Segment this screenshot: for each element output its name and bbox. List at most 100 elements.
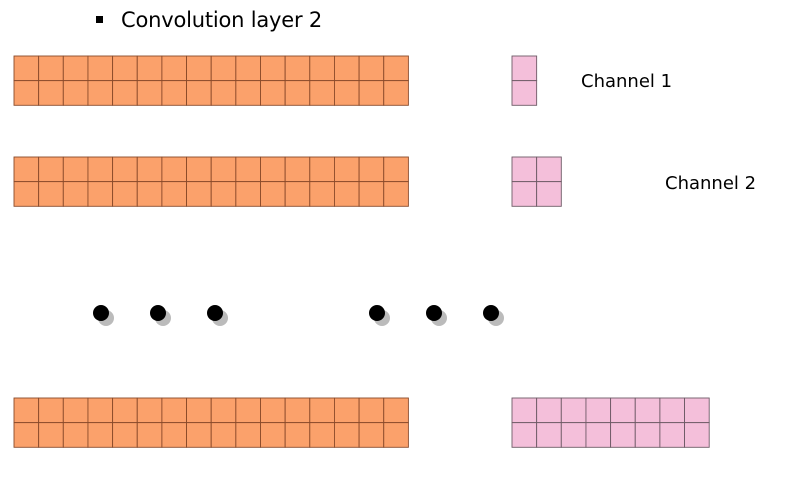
grid-cell bbox=[334, 156, 360, 183]
grid-cell bbox=[210, 422, 237, 448]
grid-cell bbox=[235, 156, 261, 183]
input-grid-1 bbox=[13, 55, 409, 106]
grid-cell bbox=[38, 397, 64, 424]
grid-cell bbox=[358, 55, 385, 82]
grid-cell bbox=[383, 181, 409, 207]
ellipsis-dots bbox=[93, 305, 504, 326]
grid-cell bbox=[659, 422, 686, 448]
grid-cell bbox=[13, 422, 40, 448]
grid-cell bbox=[309, 181, 335, 207]
grid-cell bbox=[136, 422, 163, 448]
grid-cell bbox=[610, 422, 636, 448]
grid-cell bbox=[136, 397, 163, 424]
input-grid-3 bbox=[13, 397, 409, 448]
grid-cell bbox=[383, 55, 409, 82]
grid-cell bbox=[684, 397, 710, 424]
grid-cell bbox=[610, 397, 636, 424]
grid-cell bbox=[284, 55, 311, 82]
grid-cell bbox=[87, 422, 114, 448]
grid-cell bbox=[684, 422, 710, 448]
kernel-channel-last bbox=[511, 397, 710, 448]
grid-cell bbox=[260, 156, 286, 183]
grid-cell bbox=[62, 181, 89, 207]
grid-cell bbox=[161, 156, 187, 183]
grid-cell bbox=[161, 80, 187, 106]
grid-cell bbox=[87, 55, 114, 82]
grid-cell bbox=[358, 422, 385, 448]
grid-cell bbox=[161, 397, 187, 424]
grid-cell bbox=[136, 156, 163, 183]
grid-cell bbox=[334, 181, 360, 207]
grid-cell bbox=[112, 55, 138, 82]
ellipsis-dot bbox=[150, 305, 166, 321]
grid-cell bbox=[358, 156, 385, 183]
grid-cell bbox=[358, 80, 385, 106]
grid-cell bbox=[186, 80, 212, 106]
grid-cell bbox=[659, 397, 686, 424]
grid-cell bbox=[38, 55, 64, 82]
grid-cell bbox=[62, 156, 89, 183]
channel-1-label: Channel 1 bbox=[581, 71, 673, 92]
grid-cell bbox=[38, 80, 64, 106]
grid-cell bbox=[560, 422, 587, 448]
grid-cell bbox=[87, 181, 114, 207]
kernel-channel-2 bbox=[511, 156, 562, 207]
grid-cell bbox=[210, 397, 237, 424]
grid-cell bbox=[38, 181, 64, 207]
grid-cell bbox=[284, 156, 311, 183]
grid-cell bbox=[284, 80, 311, 106]
grid-cell bbox=[260, 397, 286, 424]
grid-cell bbox=[235, 397, 261, 424]
grid-cell bbox=[260, 181, 286, 207]
grid-cell bbox=[62, 422, 89, 448]
ellipsis-dot bbox=[483, 305, 499, 321]
input-grid-2 bbox=[13, 156, 409, 207]
grid-cell bbox=[62, 55, 89, 82]
grid-cell bbox=[186, 397, 212, 424]
grid-cell bbox=[136, 80, 163, 106]
grid-cell bbox=[87, 80, 114, 106]
grid-cell bbox=[536, 181, 562, 207]
grid-cell bbox=[235, 55, 261, 82]
grid-cell bbox=[511, 55, 538, 82]
grid-cell bbox=[309, 55, 335, 82]
grid-cell bbox=[585, 397, 612, 424]
grid-cell bbox=[210, 55, 237, 82]
grid-cell bbox=[536, 156, 562, 183]
grid-cell bbox=[284, 422, 311, 448]
grid-cell bbox=[112, 397, 138, 424]
grid-cell bbox=[186, 181, 212, 207]
kernel-channel-1 bbox=[511, 55, 538, 106]
heading-text: Convolution layer 2 bbox=[121, 8, 323, 32]
grid-cell bbox=[136, 55, 163, 82]
grid-cell bbox=[235, 80, 261, 106]
grid-cell bbox=[38, 422, 64, 448]
grid-cell bbox=[161, 55, 187, 82]
grid-cell bbox=[161, 181, 187, 207]
grid-cell bbox=[334, 55, 360, 82]
slide-heading: Convolution layer 2 bbox=[96, 8, 322, 32]
grid-cell bbox=[112, 156, 138, 183]
grid-cell bbox=[511, 422, 538, 448]
grid-cell bbox=[358, 397, 385, 424]
grid-cell bbox=[634, 422, 661, 448]
grid-cell bbox=[210, 80, 237, 106]
grid-cell bbox=[585, 422, 612, 448]
grid-cell bbox=[87, 156, 114, 183]
grid-cell bbox=[511, 181, 538, 207]
grid-cell bbox=[13, 80, 40, 106]
grid-cell bbox=[358, 181, 385, 207]
grid-cell bbox=[87, 397, 114, 424]
input-grids bbox=[13, 55, 409, 448]
bullet-icon bbox=[96, 15, 103, 23]
grid-cell bbox=[309, 397, 335, 424]
grid-cell bbox=[38, 156, 64, 183]
grid-cell bbox=[112, 80, 138, 106]
grid-cell bbox=[560, 397, 587, 424]
grid-cell bbox=[62, 397, 89, 424]
ellipsis-dot bbox=[93, 305, 109, 321]
grid-cell bbox=[511, 156, 538, 183]
grid-cell bbox=[536, 422, 562, 448]
grid-cell bbox=[511, 80, 538, 106]
